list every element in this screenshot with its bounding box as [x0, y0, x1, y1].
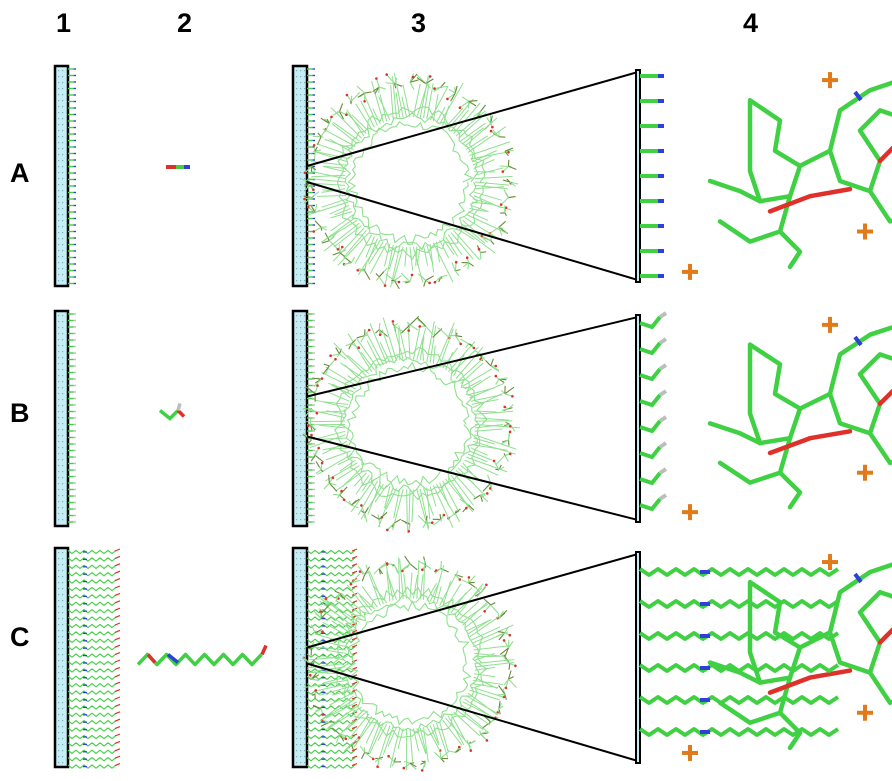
zoom-triangle-icon	[306, 71, 639, 281]
surface-slab-icon	[53, 64, 76, 288]
row-label-c: C	[10, 622, 30, 652]
zoom-triangle-icon	[306, 553, 639, 762]
row-label-a: A	[10, 158, 30, 188]
ligand-molecule-icon	[158, 403, 186, 421]
surface-slab-icon	[53, 546, 121, 769]
molecular-closeup-icon	[635, 311, 892, 523]
column-label-2: 2	[177, 8, 193, 38]
column-label-4: 4	[743, 8, 759, 38]
surface-slab-icon	[291, 309, 315, 528]
surface-slab-icon	[53, 309, 76, 528]
zoom-triangle-icon	[306, 316, 639, 521]
dendrimer-ring-icon	[301, 72, 519, 290]
dendrimer-ring-icon	[302, 316, 520, 534]
ligand-molecule-icon	[136, 644, 268, 667]
column-label-1: 1	[56, 8, 72, 38]
surface-slab-icon	[291, 64, 315, 288]
row-label-b: B	[10, 398, 30, 428]
column-label-3: 3	[411, 8, 427, 38]
molecular-closeup-icon	[635, 551, 892, 764]
molecular-closeup-icon	[635, 69, 892, 283]
